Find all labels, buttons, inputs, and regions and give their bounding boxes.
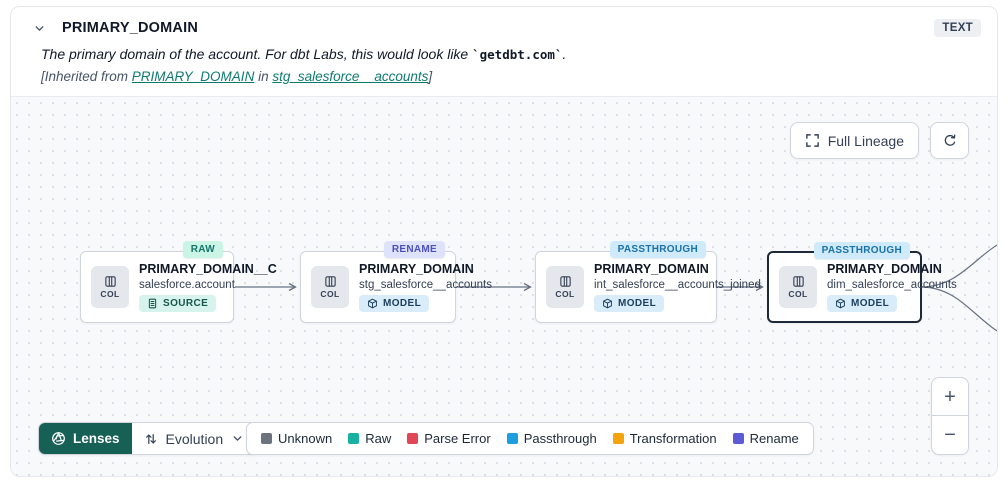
column-chip: COL	[311, 266, 349, 308]
refresh-icon	[944, 133, 955, 146]
evolution-status-badge: PASSTHROUGH	[609, 241, 706, 258]
lineage-canvas[interactable]: RAW COL PRIMARY_DOMAIN__C salesforce.acc…	[11, 97, 997, 476]
legend-swatch	[407, 433, 419, 444]
selected-lens-label: Evolution	[165, 430, 224, 447]
column-header: PRIMARY_DOMAIN TEXT The primary domain o…	[11, 7, 997, 97]
node-model-name: stg_salesforce__accounts	[359, 279, 492, 291]
column-lineage-panel: PRIMARY_DOMAIN TEXT The primary domain o…	[10, 6, 998, 477]
chevron-down-icon	[233, 436, 242, 441]
evolution-status-badge: RENAME	[383, 241, 445, 258]
node-model-name: dim_salesforce_accounts	[827, 279, 957, 291]
resource-type-pill: SOURCE	[139, 295, 217, 312]
columns-icon	[324, 276, 336, 287]
legend-item: Transformation	[612, 431, 717, 446]
inherited-column-link[interactable]: PRIMARY_DOMAIN	[131, 69, 255, 84]
node-model-name: salesforce.account	[139, 279, 235, 291]
legend-item: Raw	[348, 431, 391, 446]
legend-swatch	[732, 433, 744, 444]
node-title: PRIMARY_DOMAIN	[827, 262, 942, 276]
legend-swatch	[506, 433, 518, 444]
full-lineage-button[interactable]: Full Lineage	[789, 122, 919, 159]
model-cube-icon	[368, 298, 377, 309]
columns-icon	[792, 276, 804, 287]
expand-icon	[805, 134, 819, 147]
node-model-name: int_salesforce__accounts_joined	[594, 279, 761, 291]
lenses-control: Lenses Evolution	[38, 422, 258, 455]
lineage-node-staging[interactable]: RENAME COL PRIMARY_DOMAIN stg_salesforce…	[300, 241, 492, 323]
evolution-status-badge: PASSTHROUGH	[813, 242, 910, 259]
column-chip: COL	[91, 266, 129, 308]
columns-icon	[559, 276, 571, 287]
column-name-title: PRIMARY_DOMAIN	[62, 20, 198, 36]
legend-swatch	[261, 433, 272, 444]
zoom-in-button[interactable]: +	[932, 378, 968, 416]
resource-type-pill: MODEL	[594, 295, 665, 312]
model-cube-icon	[603, 298, 612, 309]
legend-swatch	[612, 433, 624, 444]
lineage-node-dim-selected[interactable]: PASSTHROUGH COL PRIMARY_DOMAIN dim_sales…	[767, 242, 957, 323]
legend-item: Rename	[732, 431, 799, 446]
evolution-legend: Unknown Raw Parse Error Passthrough Tran…	[246, 422, 814, 455]
resource-type-pill: MODEL	[827, 295, 898, 312]
column-chip: COL	[546, 266, 584, 308]
legend-item: Passthrough	[506, 431, 597, 446]
lineage-node-intermediate[interactable]: PASSTHROUGH COL PRIMARY_DOMAIN int_sales…	[535, 241, 761, 323]
lens-dropdown[interactable]: Evolution	[131, 423, 257, 454]
inherited-from-line: [Inherited from PRIMARY_DOMAIN in stg_sa…	[41, 69, 433, 84]
node-title: PRIMARY_DOMAIN__C	[139, 262, 277, 276]
columns-icon	[104, 276, 116, 287]
zoom-controls: + −	[931, 377, 969, 455]
inline-code: `getdbt.com`	[472, 47, 563, 62]
collapse-chevron-icon[interactable]	[31, 20, 48, 37]
lenses-button[interactable]: Lenses	[39, 423, 132, 454]
column-description: The primary domain of the account. For d…	[41, 46, 567, 62]
refresh-button[interactable]	[930, 122, 969, 159]
model-cube-icon	[836, 298, 845, 309]
inherited-model-link[interactable]: stg_salesforce__accounts	[272, 69, 429, 84]
lens-aperture-icon	[52, 432, 65, 445]
column-type-badge: TEXT	[934, 19, 981, 37]
legend-swatch	[348, 433, 360, 444]
resource-type-pill: MODEL	[359, 295, 430, 312]
evolution-icon	[145, 433, 156, 444]
legend-item: Parse Error	[407, 431, 491, 446]
node-title: PRIMARY_DOMAIN	[359, 262, 474, 276]
lineage-node-source[interactable]: RAW COL PRIMARY_DOMAIN__C salesforce.acc…	[80, 241, 277, 323]
source-icon	[148, 298, 157, 309]
zoom-out-button[interactable]: −	[932, 416, 968, 454]
column-chip: COL	[779, 266, 817, 308]
evolution-status-badge: RAW	[182, 241, 223, 258]
node-title: PRIMARY_DOMAIN	[594, 262, 709, 276]
legend-item: Unknown	[261, 431, 332, 446]
